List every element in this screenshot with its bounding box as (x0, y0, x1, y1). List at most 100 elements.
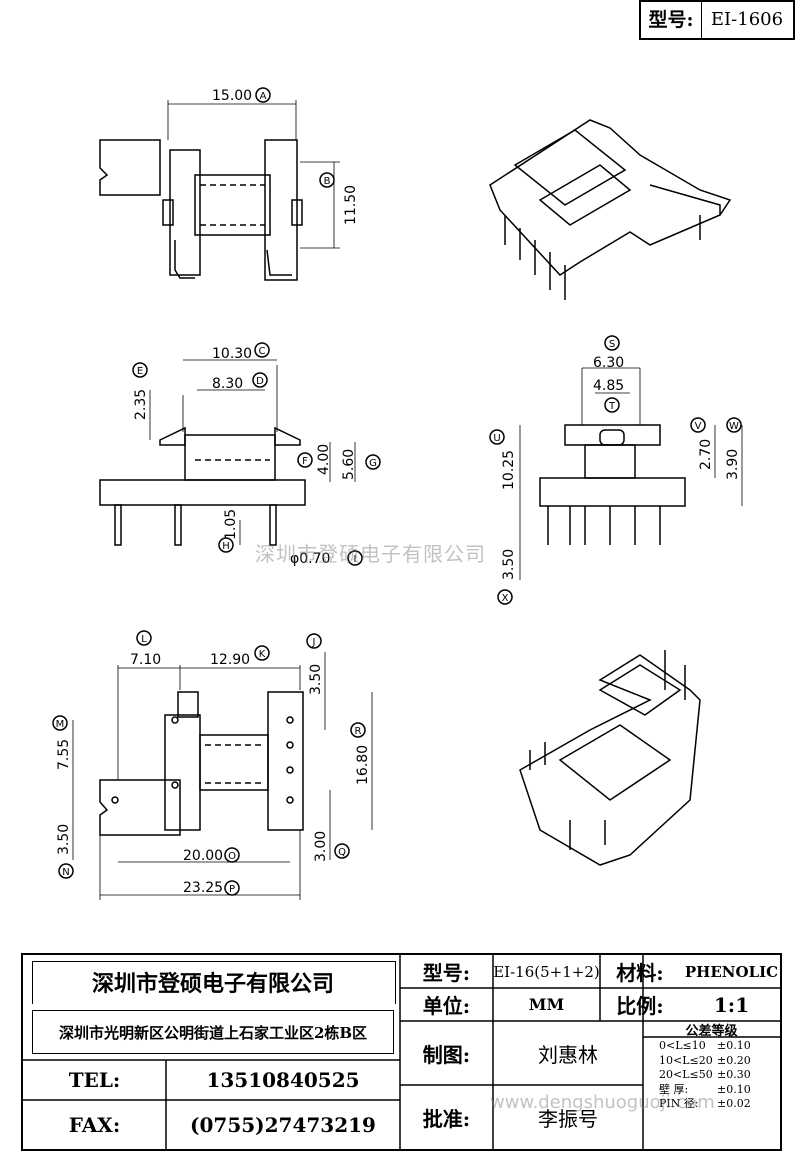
approved-label: 批准: (422, 1106, 471, 1131)
top-view (99, 100, 340, 281)
tag-W: W (729, 421, 739, 432)
tolerance-row: 20<L≤50 ±0.30 (645, 1068, 778, 1083)
dim-A-value: 15.00 (212, 88, 252, 104)
tel-label: TEL: (68, 1068, 121, 1092)
tag-Q: Q (338, 847, 346, 858)
tag-L: L (141, 634, 147, 645)
bottom-view (72, 652, 373, 900)
isometric-view-bottom (519, 650, 701, 866)
tolerance-value: ±0.10 (717, 1082, 751, 1096)
material-value: PHENOLIC (684, 962, 779, 981)
tolerance-table: 0<L≤10 ±0.10 10<L≤20 ±0.20 20<L≤50 ±0.30 壁 … (645, 1039, 778, 1147)
tolerance-value: ±0.10 (717, 1039, 751, 1052)
tag-G: G (369, 458, 377, 469)
company-address: 深圳市光明新区公明街道上石家工业区2栋B区 (32, 1010, 394, 1054)
dim-L-value: 7.10 (130, 652, 161, 668)
isometric-view-top (489, 119, 732, 300)
tag-J: J (312, 637, 316, 648)
dim-U-value: 10.25 (501, 450, 517, 490)
fax-label: FAX: (68, 1112, 121, 1137)
tag-O: O (228, 851, 236, 862)
company-frame (32, 961, 396, 1004)
tolerance-row: PIN 径: ±0.02 (645, 1097, 778, 1112)
tolerance-row: 0<L≤10 ±0.10 (645, 1039, 778, 1054)
watermark: 深圳市登硕电子有限公司 (255, 542, 486, 566)
tag-B: B (324, 176, 331, 187)
tolerance-value: ±0.20 (717, 1053, 751, 1067)
dim-H-value: 1.05 (223, 509, 239, 540)
dim-R-value: 16.80 (355, 745, 371, 785)
tolerance-range: 10<L≤20 (659, 1053, 713, 1067)
tolerance-title: 公差等级 (685, 1023, 738, 1039)
tag-D: D (256, 376, 264, 387)
dim-N-value: 3.50 (56, 824, 72, 855)
dim-tags-top (255, 87, 335, 188)
drawn-label: 制图: (422, 1042, 471, 1067)
tag-F: F (302, 456, 308, 467)
dim-F-value: 4.00 (316, 444, 332, 475)
tolerance-row: 10<L≤20 ±0.20 (645, 1054, 778, 1069)
tag-V: V (695, 421, 702, 432)
dim-M-value: 7.55 (56, 739, 72, 770)
company-name: 深圳市登硕电子有限公司 (91, 971, 334, 997)
dim-tags-side (489, 335, 742, 605)
drawn-value: 刘惠林 (538, 1042, 598, 1067)
tag-A: A (260, 91, 267, 102)
tag-P: P (229, 884, 235, 895)
fax-value: (0755)27473219 (190, 1112, 376, 1137)
dim-V-value: 2.70 (698, 439, 714, 470)
scale-label: 比例: (616, 994, 664, 1018)
tag-C: C (259, 346, 266, 357)
dim-tags-front (132, 342, 381, 566)
dim-Q-value: 3.00 (313, 831, 329, 862)
technical-drawing: 15.00 11.50 A B (52, 87, 743, 900)
tag-E: E (137, 366, 143, 377)
tag-H: H (222, 541, 230, 552)
tag-T: T (608, 401, 616, 412)
tag-N: N (62, 867, 69, 878)
dim-P-value: 23.25 (183, 880, 223, 896)
dim-X-value: 3.50 (501, 549, 517, 580)
tolerance-range: 0<L≤10 (659, 1039, 706, 1052)
model-number-box: 型号: EI-1606 (639, 0, 795, 40)
tel-value: 13510840525 (206, 1068, 360, 1092)
dim-tags-bottom (52, 630, 366, 896)
model-label: 型号: (641, 2, 702, 38)
material-label: 材料: (616, 961, 664, 985)
tb-model-label: 型号: (422, 961, 471, 985)
title-block: 深圳市登硕电子有限公司 深圳市光明新区公明街道上石家工业区2栋B区 TEL: 1… (21, 953, 782, 1151)
dim-D-value: 8.30 (212, 376, 243, 392)
dim-K-value: 12.90 (210, 652, 250, 668)
tolerance-range: PIN 径: (659, 1097, 699, 1110)
unit-label: 单位: (422, 994, 471, 1018)
dim-B-value: 11.50 (343, 185, 359, 225)
dim-G-value: 5.60 (341, 449, 357, 480)
tag-M: M (56, 719, 65, 730)
tag-I: I (354, 554, 357, 565)
tolerance-range: 20<L≤50 (659, 1068, 713, 1081)
tolerance-value: ±0.02 (717, 1097, 751, 1110)
side-view (519, 367, 743, 580)
tolerance-value: ±0.30 (717, 1068, 751, 1081)
tag-R: R (355, 726, 362, 737)
tolerance-row: 壁 厚: ±0.10 (645, 1083, 778, 1098)
tag-K: K (259, 649, 266, 660)
tolerance-range: 壁 厚: (659, 1082, 689, 1096)
title-block-grid (23, 955, 780, 1149)
tag-S: S (609, 339, 615, 350)
tb-model-value: EI-16(5+1+2) (493, 962, 600, 981)
dim-J-value: 3.50 (308, 664, 324, 695)
watermark-url: www.dengshuoguoji.com (490, 1092, 715, 1113)
scale-value: 1:1 (713, 992, 750, 1017)
model-value: EI-1606 (710, 9, 784, 30)
unit-value: MM (528, 995, 565, 1014)
approved-value: 李振号 (538, 1106, 598, 1131)
tag-X: X (502, 593, 509, 604)
dim-I-value: φ0.70 (290, 551, 330, 567)
dim-C-value: 10.30 (212, 346, 252, 362)
dim-T-value: 4.85 (593, 378, 624, 394)
dim-W-value: 3.90 (725, 449, 741, 480)
dim-S-value: 6.30 (593, 355, 624, 371)
dim-E-value: 2.35 (133, 389, 149, 420)
front-view (99, 359, 356, 546)
